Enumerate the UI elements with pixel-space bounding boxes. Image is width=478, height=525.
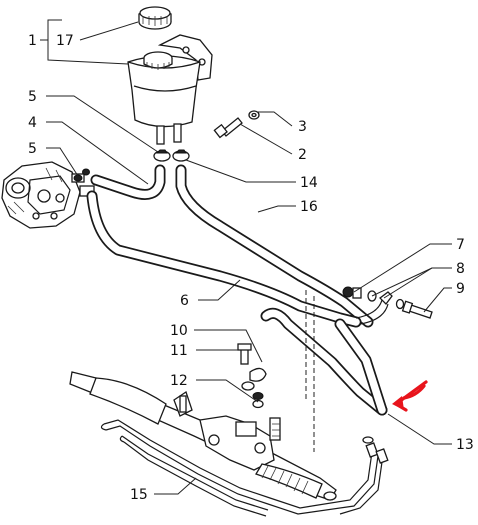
washer — [248, 110, 260, 120]
callout-9: 9 — [456, 281, 465, 297]
banjo-fittings — [237, 343, 267, 409]
callout-17: 17 — [56, 33, 74, 49]
pressure-line — [86, 190, 362, 328]
cooler-pipe-loop — [100, 419, 389, 517]
union-fittings — [342, 286, 433, 325]
callout-7: 7 — [456, 237, 465, 253]
power-steering-pump — [1, 161, 95, 229]
callout-13: 13 — [456, 437, 474, 453]
steering-rack — [69, 371, 337, 501]
callout-11: 11 — [170, 343, 188, 359]
callout-4: 4 — [28, 115, 37, 131]
highlight-arrow — [392, 380, 428, 412]
callout-15: 15 — [130, 487, 148, 503]
callout-12: 12 — [170, 373, 188, 389]
return-hose — [175, 164, 374, 328]
mounting-bolt — [213, 117, 243, 139]
callout-5-lower: 5 — [28, 141, 37, 157]
supply-hose — [90, 164, 166, 200]
callout-8: 8 — [456, 261, 465, 277]
callout-14: 14 — [300, 175, 318, 191]
callout-16: 16 — [300, 199, 318, 215]
callout-10: 10 — [170, 323, 188, 339]
callout-1: 1 — [28, 33, 37, 49]
callout-5-top: 5 — [28, 89, 37, 105]
reservoir-cap — [138, 6, 172, 30]
lower-return-hose — [260, 307, 388, 416]
callout-6: 6 — [180, 293, 189, 309]
hose-clamps — [153, 149, 190, 162]
callout-2: 2 — [298, 147, 307, 163]
fluid-reservoir — [127, 34, 213, 145]
callout-3: 3 — [298, 119, 307, 135]
leader-lines — [40, 19, 452, 495]
